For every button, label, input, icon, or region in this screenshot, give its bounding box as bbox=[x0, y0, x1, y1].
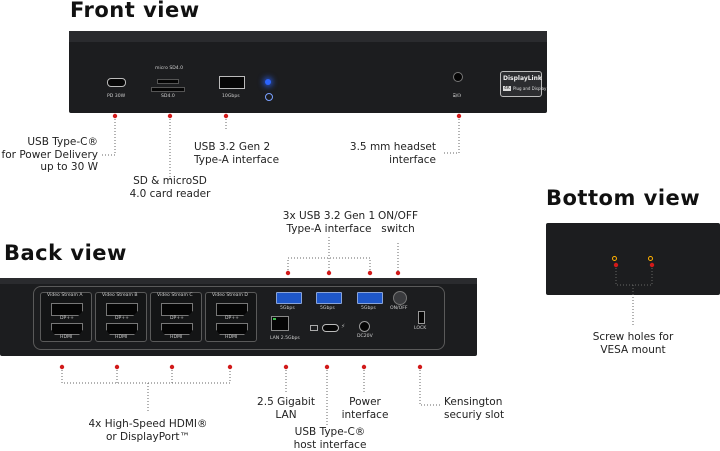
callout-line: Kensington bbox=[444, 396, 524, 409]
callout-line: switch bbox=[364, 223, 432, 236]
callout-line: 3.5 mm headset bbox=[340, 141, 436, 154]
callout-line: VESA mount bbox=[578, 344, 688, 357]
callout-line: LAN bbox=[246, 409, 326, 422]
callout-line: host interface bbox=[282, 439, 378, 451]
callout-line: interface bbox=[330, 409, 400, 422]
callout-line: USB Type-C® bbox=[282, 426, 378, 439]
callout-bottom-screws: Screw holes for VESA mount bbox=[578, 331, 688, 356]
callout-line: 4.0 card reader bbox=[115, 188, 225, 201]
callout-front-headset: 3.5 mm headset interface bbox=[340, 141, 436, 166]
callout-line: for Power Delivery bbox=[0, 149, 98, 162]
callout-line: USB 3.2 Gen 2 bbox=[194, 141, 294, 154]
callout-line: USB Type-C® bbox=[0, 136, 98, 149]
callout-line: 4x High-Speed HDMI® bbox=[85, 418, 211, 431]
callout-back-hdmi: 4x High-Speed HDMI® or DisplayPort™ bbox=[85, 418, 211, 443]
callout-line: 2.5 Gigabit bbox=[246, 396, 326, 409]
callout-back-power: Power interface bbox=[330, 396, 400, 421]
callout-line: Type-A interface bbox=[194, 154, 294, 167]
callout-line: Power bbox=[330, 396, 400, 409]
callout-front-sd: SD & microSD 4.0 card reader bbox=[115, 175, 225, 200]
callout-line: securiy slot bbox=[444, 409, 524, 422]
callout-line: up to 30 W bbox=[0, 161, 98, 174]
callout-line: ON/OFF bbox=[364, 210, 432, 223]
callout-line: Screw holes for bbox=[578, 331, 688, 344]
callout-back-usbc: USB Type-C® host interface bbox=[282, 426, 378, 451]
callout-back-lan: 2.5 Gigabit LAN bbox=[246, 396, 326, 421]
callout-line: SD & microSD bbox=[115, 175, 225, 188]
callout-front-usbc: USB Type-C® for Power Delivery up to 30 … bbox=[0, 136, 98, 174]
callout-line: interface bbox=[340, 154, 436, 167]
callout-line: or DisplayPort™ bbox=[85, 431, 211, 444]
callout-back-kensington: Kensington securiy slot bbox=[444, 396, 524, 421]
callout-front-usba: USB 3.2 Gen 2 Type-A interface bbox=[194, 141, 294, 166]
callout-back-onoff: ON/OFF switch bbox=[364, 210, 432, 235]
